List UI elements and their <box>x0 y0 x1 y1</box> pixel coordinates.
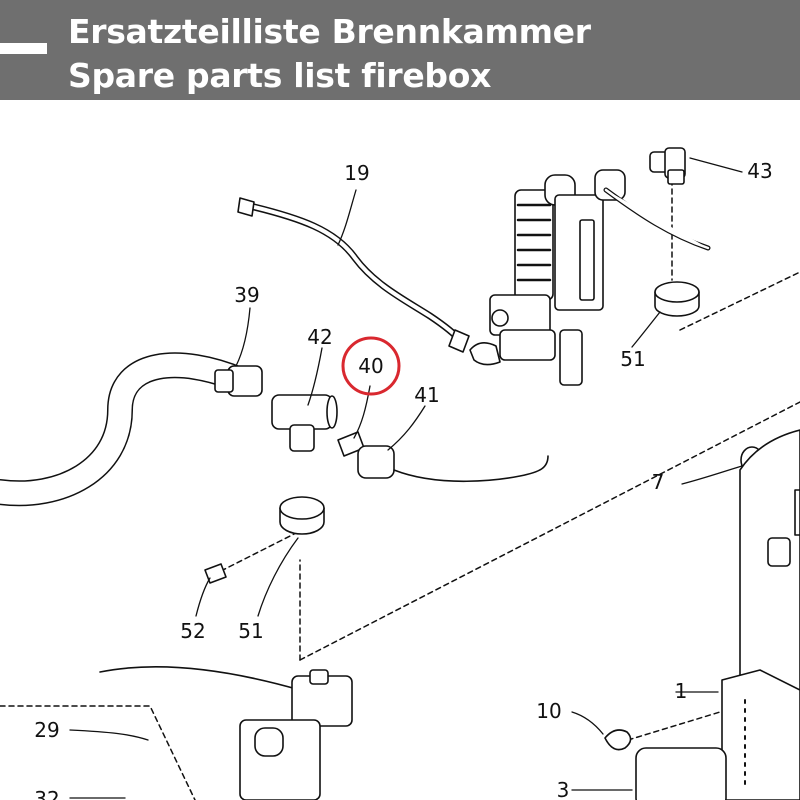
part-42-tee-fitting <box>271 394 338 452</box>
part-43-elbow-fitting <box>649 147 686 185</box>
label-7: 7 <box>652 470 665 494</box>
gas-valve <box>99 666 353 800</box>
leader-lines <box>69 157 743 799</box>
label-51-lower: 51 <box>238 619 263 643</box>
label-3: 3 <box>557 778 570 800</box>
title-german: Ersatzteilliste Brennkammer <box>68 12 591 51</box>
label-32: 32 <box>34 787 59 800</box>
label-51-upper: 51 <box>620 347 645 371</box>
label-52: 52 <box>180 619 205 643</box>
label-40: 40 <box>358 354 383 378</box>
part-10-clip <box>604 729 632 751</box>
dashed-assembly-lines <box>0 179 800 800</box>
label-19: 19 <box>344 161 369 185</box>
title-english: Spare parts list firebox <box>68 56 492 95</box>
label-42: 42 <box>307 325 332 349</box>
part-41-nut-wire <box>357 445 549 483</box>
highlight-circle-40 <box>341 336 401 396</box>
part-labels: 19 43 39 42 40 41 51 7 52 51 1 10 29 32 … <box>34 159 772 800</box>
part-1-burner-body <box>721 429 800 800</box>
label-43: 43 <box>747 159 772 183</box>
label-10: 10 <box>536 699 561 723</box>
part-51-cap-lower <box>279 496 325 535</box>
page-header: Ersatzteilliste Brennkammer Spare parts … <box>0 0 800 100</box>
label-1: 1 <box>675 679 688 703</box>
part-19-flex-line <box>237 197 470 353</box>
valve-assembly <box>469 169 711 386</box>
part-51-cap-upper <box>654 281 700 317</box>
part-3-housing <box>635 747 727 800</box>
header-accent-bar <box>0 43 47 54</box>
label-39: 39 <box>234 283 259 307</box>
label-29: 29 <box>34 718 59 742</box>
part-39-hose <box>0 352 263 507</box>
label-41: 41 <box>414 383 439 407</box>
